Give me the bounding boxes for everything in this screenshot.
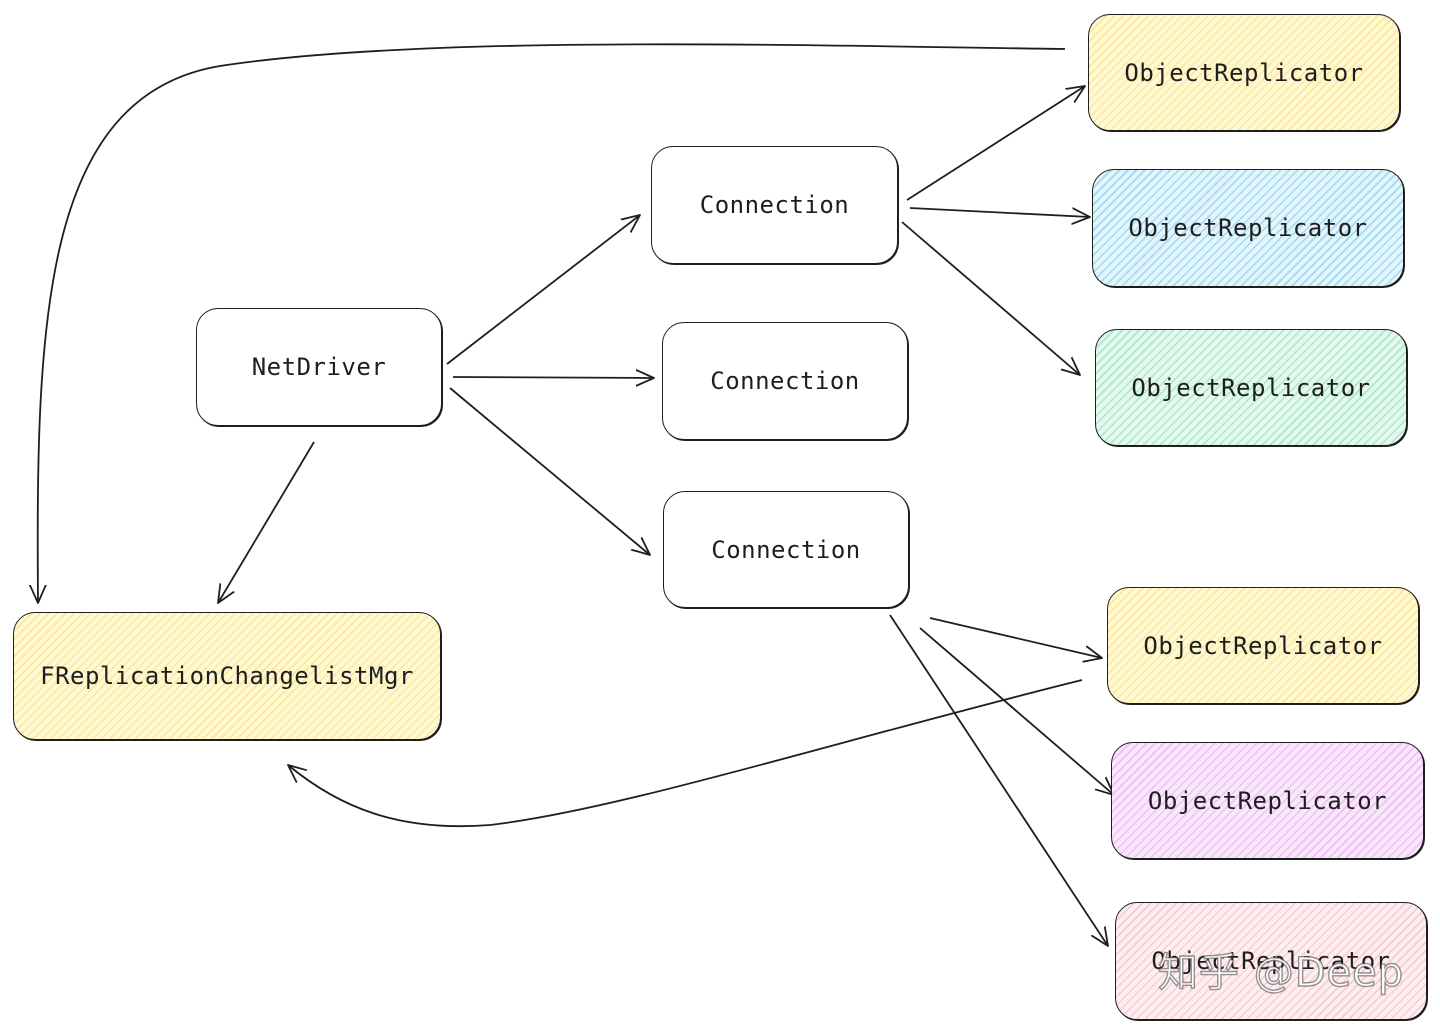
object-replicator-node-2: ObjectReplicator — [1092, 169, 1404, 287]
replicator-5-label: ObjectReplicator — [1147, 786, 1388, 815]
connection-node-3: Connection — [663, 491, 909, 608]
replicator-1-label: ObjectReplicator — [1124, 58, 1364, 87]
object-replicator-node-6: ObjectReplicator — [1115, 902, 1427, 1020]
object-replicator-node-3: ObjectReplicator — [1095, 329, 1407, 446]
connection-node-1: Connection — [651, 146, 898, 264]
arrow-connection-1-to-replicator-2 — [909, 207, 1090, 217]
arrow-connection-3-to-replicator-4 — [929, 617, 1102, 658]
arrow-connection-1-to-replicator-1 — [906, 86, 1085, 201]
arrow-connection-3-to-replicator-5 — [919, 627, 1114, 795]
object-replicator-node-4: ObjectReplicator — [1107, 587, 1419, 704]
object-replicator-node-1: ObjectReplicator — [1088, 14, 1400, 131]
arrow-netdriver-to-connection-1 — [446, 215, 640, 365]
net-driver-label: NetDriver — [251, 353, 387, 381]
replicator-2-label: ObjectReplicator — [1128, 214, 1368, 242]
object-replicator-node-5: ObjectReplicator — [1111, 742, 1424, 859]
connection-2-label: Connection — [710, 367, 860, 395]
net-driver-node: NetDriver — [196, 308, 442, 426]
connection-3-label: Connection — [711, 535, 861, 564]
arrow-connection-1-to-replicator-3 — [901, 221, 1080, 375]
arrow-netdriver-to-changelist-mgr — [218, 441, 315, 603]
arrow-netdriver-to-connection-2 — [452, 377, 654, 378]
changelist-mgr-label: FReplicationChangelistMgr — [40, 662, 414, 690]
arrow-replicator-4-to-changelist-mgr — [288, 679, 1083, 828]
replicator-4-label: ObjectReplicator — [1143, 631, 1383, 660]
changelist-mgr-node: FReplicationChangelistMgr — [13, 612, 441, 740]
arrow-netdriver-to-connection-3 — [449, 387, 650, 555]
replicator-3-label: ObjectReplicator — [1131, 373, 1371, 402]
arrow-connection-3-to-replicator-6 — [889, 614, 1108, 946]
replicator-6-label: ObjectReplicator — [1151, 947, 1391, 975]
arrow-replicator-1-to-changelist-mgr — [38, 43, 1066, 603]
connection-1-label: Connection — [699, 191, 850, 219]
connection-node-2: Connection — [662, 322, 908, 440]
